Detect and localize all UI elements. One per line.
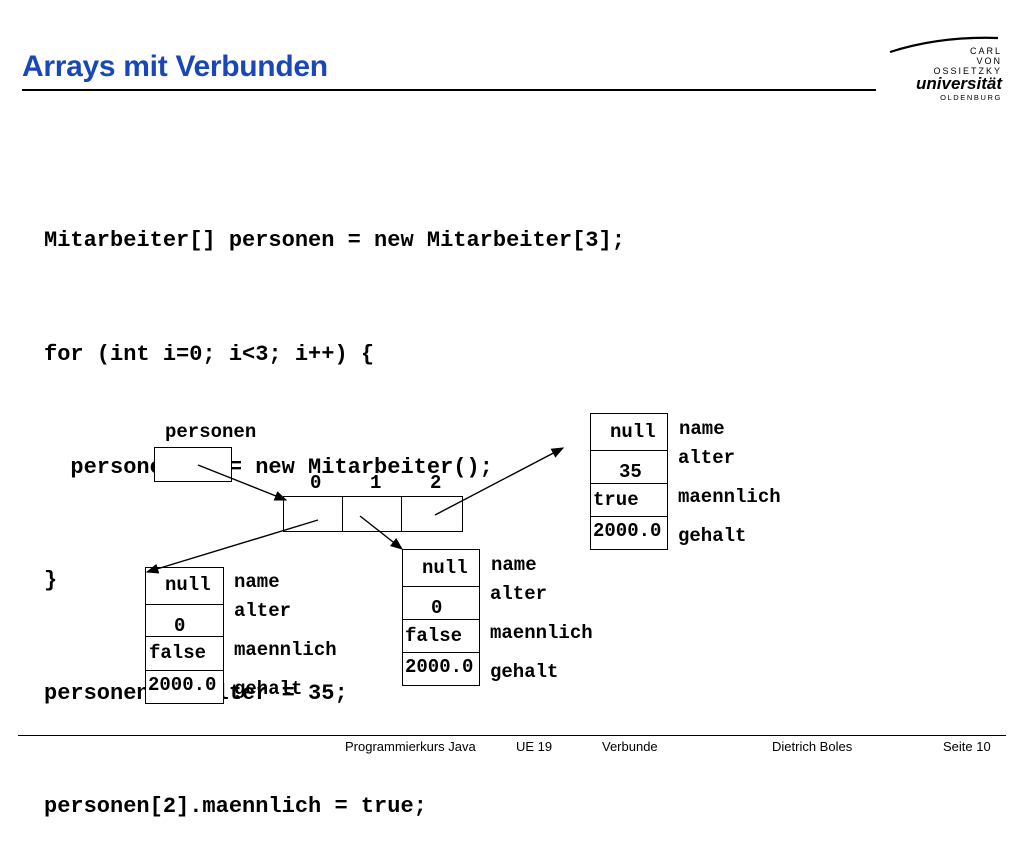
field-value-alter: 0 [146, 604, 223, 637]
field-value-alter: 0 [403, 586, 479, 619]
footer-topic: Verbunde [602, 739, 658, 754]
logo-line5: OLDENBURG [940, 93, 1002, 102]
field-value-name: null [610, 421, 656, 443]
field-label-name: name [491, 554, 537, 576]
field-value-gehalt: 2000.0 [146, 670, 223, 705]
field-value-name: null [422, 557, 468, 579]
field-value-gehalt: 2000.0 [591, 516, 667, 551]
field-value-maennlich: false [403, 619, 479, 652]
title-divider [22, 89, 876, 91]
logo-swoosh [889, 36, 999, 54]
field-value-maennlich: false [146, 636, 223, 670]
code-block: Mitarbeiter[] personen = new Mitarbeiter… [44, 147, 625, 863]
array-cell-2 [401, 496, 463, 532]
variable-label: personen [165, 421, 257, 443]
footer-author: Dietrich Boles [772, 739, 853, 754]
field-label-gehalt: gehalt [490, 661, 559, 683]
object-box-0: null 0 false 2000.0 [145, 567, 224, 704]
footer-page-number: Seite 10 [943, 739, 991, 754]
footer-unit: UE 19 [516, 739, 553, 754]
code-line: } [44, 567, 58, 593]
field-value-gehalt: 2000.0 [403, 652, 479, 687]
array-cell-0 [283, 496, 344, 532]
array-cell-1 [342, 496, 403, 532]
field-value-alter: 35 [591, 450, 667, 483]
field-label-name: name [679, 418, 725, 440]
field-value-name: null [165, 574, 211, 596]
code-line: personen[i] = new Mitarbeiter(); [44, 454, 493, 480]
field-label-maennlich: maennlich [234, 639, 337, 661]
field-label-alter: alter [490, 583, 548, 605]
logo-line2: VON [976, 56, 1002, 66]
footer-divider [18, 735, 1006, 736]
code-line: personen[2].maennlich = true; [44, 793, 427, 819]
footer-course: Programmierkurs Java [345, 739, 476, 754]
slide-title: Arrays mit Verbunden [22, 50, 328, 83]
field-label-maennlich: maennlich [490, 622, 593, 644]
logo-line4: universität [916, 74, 1003, 93]
university-logo: CARL VON OSSIETZKY universität OLDENBURG [889, 36, 1003, 102]
field-label-name: name [234, 571, 280, 593]
variable-reference-box [154, 447, 232, 482]
logo-line1: CARL [970, 46, 1002, 56]
field-label-alter: alter [234, 600, 292, 622]
field-label-gehalt: gehalt [234, 678, 303, 700]
array-index-0: 0 [310, 472, 322, 494]
array-index-1: 1 [370, 472, 382, 494]
code-line: Mitarbeiter[] personen = new Mitarbeiter… [44, 228, 625, 254]
object-box-1: null 0 false 2000.0 [402, 549, 480, 686]
array-index-2: 2 [430, 472, 442, 494]
field-label-maennlich: maennlich [678, 486, 781, 508]
object-box-2: null 35 true 2000.0 [590, 413, 668, 550]
field-value-maennlich: true [591, 483, 667, 516]
code-line: for (int i=0; i<3; i++) { [44, 341, 375, 367]
field-label-alter: alter [678, 447, 736, 469]
logo-line3: OSSIETZKY [933, 66, 1002, 76]
field-label-gehalt: gehalt [678, 525, 747, 547]
